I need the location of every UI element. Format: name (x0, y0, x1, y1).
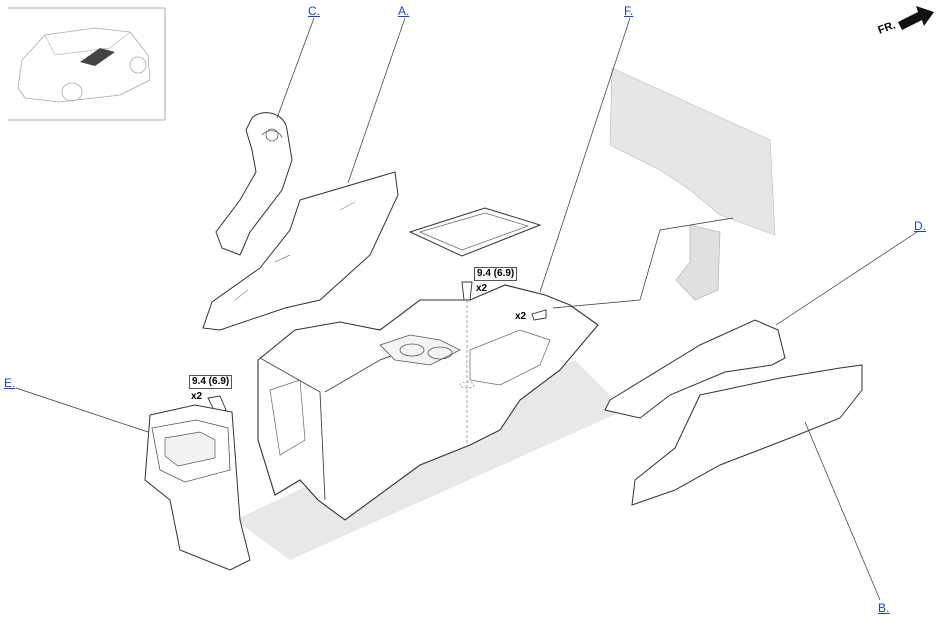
body-panel-shading (609, 67, 776, 236)
callout-f[interactable]: F. (624, 4, 634, 18)
main-console (257, 284, 599, 521)
part-b-right-panel (631, 364, 863, 506)
bolt-right (531, 309, 547, 321)
bracket-leg (675, 224, 721, 301)
quantity-rear: x2 (191, 391, 203, 402)
quantity-center: x2 (476, 283, 488, 294)
part-e-rear-panel (144, 404, 251, 571)
vehicle-locator-icon (8, 7, 166, 121)
torque-spec-center: 9.4 (6.9) (474, 267, 518, 281)
callout-b[interactable]: B. (878, 601, 890, 615)
callout-d[interactable]: D. (914, 219, 926, 233)
quantity-right: x2 (515, 311, 527, 322)
part-d-right-trim (604, 319, 786, 419)
leader-lines (15, 17, 918, 601)
callout-e[interactable]: E. (4, 376, 16, 390)
part-a-side-panel (202, 171, 399, 331)
bolt-center (461, 281, 473, 301)
callout-c[interactable]: C. (308, 4, 320, 18)
forward-arrow-icon (898, 6, 934, 30)
part-tray-mat (408, 207, 542, 257)
callout-a[interactable]: A. (398, 4, 410, 18)
torque-spec-rear: 9.4 (6.9) (189, 375, 233, 389)
part-c-left-trim (215, 112, 293, 256)
